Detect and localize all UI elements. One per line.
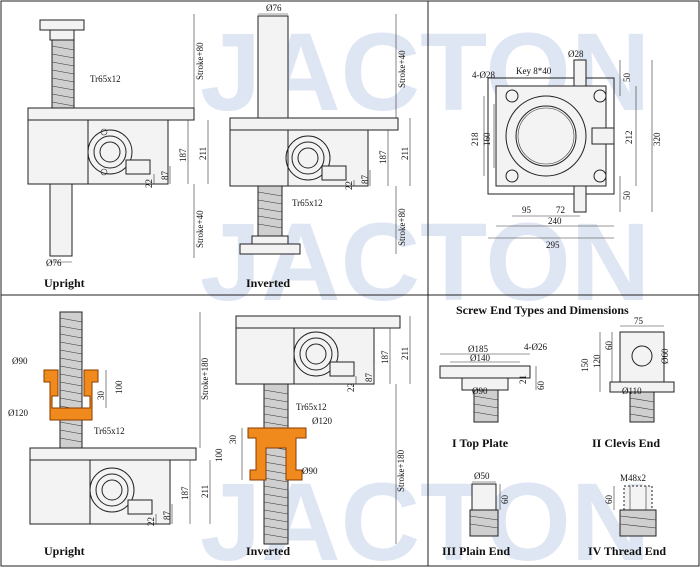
tr-key: Key 8*40 xyxy=(516,66,552,76)
bl-upright-d120: Ø120 xyxy=(8,408,28,418)
tr-d95: 95 xyxy=(522,205,532,215)
bl-upright-jack xyxy=(29,311,197,525)
tl-upright-dia76: Ø76 xyxy=(46,258,62,268)
bl-inverted-d211: 211 xyxy=(400,347,410,360)
bl-inverted-d87: 87 xyxy=(364,373,374,383)
br-clevis-d120: 120 xyxy=(592,354,602,368)
br-thread-end-drawing xyxy=(613,485,657,537)
br-clevis-caption: II Clevis End xyxy=(592,436,660,450)
bl-inverted-d120: Ø120 xyxy=(312,416,332,426)
bl-inverted-thread: Tr65x12 xyxy=(296,402,327,412)
tl-inverted-d22: 22 xyxy=(344,181,354,190)
br-plain-end-drawing xyxy=(469,481,501,537)
br-plain-end-d50: Ø50 xyxy=(474,471,490,481)
tr-dims xyxy=(483,60,653,239)
tr-d50-bottom: 50 xyxy=(622,191,632,201)
bl-upright-dims xyxy=(105,312,211,524)
tl-inverted-d87: 87 xyxy=(360,175,370,185)
tl-inverted-caption: Inverted xyxy=(246,276,290,290)
br-top-plate-d185: Ø185 xyxy=(468,344,488,354)
br-clevis-d150: 150 xyxy=(580,358,590,372)
bl-inverted-caption: Inverted xyxy=(246,544,290,558)
bl-inverted-d30: 30 xyxy=(228,435,238,445)
tr-d320: 320 xyxy=(652,132,662,146)
tr-plan-view xyxy=(487,59,615,213)
tl-upright-d187: 187 xyxy=(178,148,188,162)
bl-upright-d90: Ø90 xyxy=(12,356,28,366)
br-top-plate-d90: Ø90 xyxy=(472,386,488,396)
tl-upright-d211: 211 xyxy=(198,147,208,160)
br-clevis-d110: Ø110 xyxy=(622,386,642,396)
bl-upright-d22: 22 xyxy=(146,517,156,526)
br-clevis-dia60: Ø60 xyxy=(660,348,670,364)
tl-upright-stroke-bottom: Stroke+40 xyxy=(195,210,205,248)
tr-d50-top: 50 xyxy=(622,73,632,83)
bl-upright-d87: 87 xyxy=(162,511,172,521)
tr-d218: 218 xyxy=(470,132,480,146)
bl-inverted-jack xyxy=(235,315,401,545)
bl-upright-thread: Tr65x12 xyxy=(94,426,125,436)
br-top-plate-holes: 4-Ø26 xyxy=(524,342,547,352)
tl-upright-d87: 87 xyxy=(160,171,170,181)
br-top-plate-d21: 21 xyxy=(518,375,528,384)
tl-inverted-d211: 211 xyxy=(400,147,410,160)
tr-d160: 160 xyxy=(482,132,492,146)
tr-d240: 240 xyxy=(548,216,562,226)
tr-holes: 4-Ø28 xyxy=(472,70,495,80)
bl-inverted-d187: 187 xyxy=(380,350,390,364)
br-clevis-d60: 60 xyxy=(604,341,614,351)
tl-upright-caption: Upright xyxy=(44,276,85,290)
tl-inverted-stroke-top: Stroke+40 xyxy=(397,50,407,88)
bl-upright-d30: 30 xyxy=(96,391,106,401)
br-top-plate-d60: 60 xyxy=(536,381,546,391)
tl-upright-stroke-top: Stroke+80 xyxy=(195,42,205,80)
br-top-plate-d140: Ø140 xyxy=(470,353,490,363)
tl-inverted-d187: 187 xyxy=(378,150,388,164)
br-plain-end-d60: 60 xyxy=(500,495,510,505)
tr-d72: 72 xyxy=(556,205,565,215)
br-thread-end-d60: 60 xyxy=(604,495,614,505)
tl-inverted-jack xyxy=(229,15,399,255)
tr-shaft-dia: Ø28 xyxy=(568,49,584,59)
bl-upright-d100: 100 xyxy=(114,380,124,394)
br-clevis-d75: 75 xyxy=(634,316,644,326)
bl-upright-d187: 187 xyxy=(180,486,190,500)
tl-inverted-dims xyxy=(258,13,411,254)
tl-upright-thread: Tr65x12 xyxy=(90,74,121,84)
br-title: Screw End Types and Dimensions xyxy=(456,303,629,317)
bl-upright-stroke: Stroke+180 xyxy=(200,357,210,400)
br-thread-end-m48: M48x2 xyxy=(620,473,646,483)
tl-upright-jack xyxy=(27,19,195,257)
br-clevis-drawing xyxy=(599,325,675,423)
tl-upright-d22: 22 xyxy=(144,179,154,188)
br-top-plate-caption: I Top Plate xyxy=(452,436,509,450)
tr-d295: 295 xyxy=(546,240,560,250)
bl-upright-d211: 211 xyxy=(200,485,210,498)
tl-inverted-dia76: Ø76 xyxy=(266,3,282,13)
tl-upright-dims xyxy=(50,14,209,263)
br-plain-end-caption: III Plain End xyxy=(442,544,510,558)
tl-inverted-stroke-bottom: Stroke+80 xyxy=(397,208,407,246)
bl-inverted-d100: 100 xyxy=(214,448,224,462)
br-thread-end-caption: IV Thread End xyxy=(588,544,666,558)
bl-inverted-dims xyxy=(241,316,411,544)
bl-inverted-d90: Ø90 xyxy=(302,466,318,476)
bl-inverted-stroke: Stroke+180 xyxy=(396,449,406,492)
tl-inverted-thread: Tr65x12 xyxy=(292,198,323,208)
tr-d212: 212 xyxy=(624,131,634,145)
bl-inverted-d22: 22 xyxy=(346,383,356,392)
bl-upright-caption: Upright xyxy=(44,544,85,558)
br-top-plate-drawing xyxy=(439,353,537,423)
